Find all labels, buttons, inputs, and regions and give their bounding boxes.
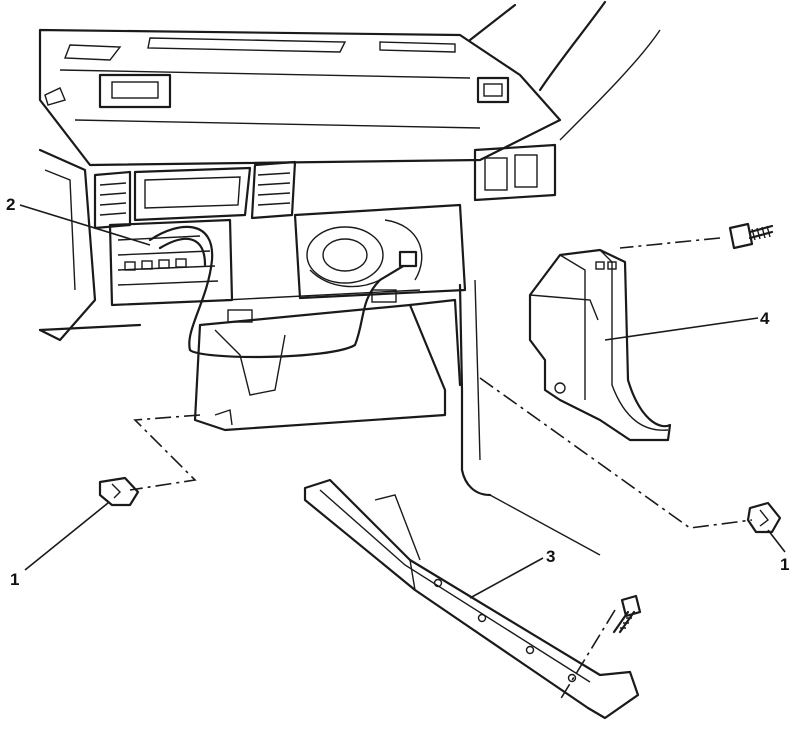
- lower-panel: [193, 289, 462, 432]
- leader-lines: [19, 204, 786, 599]
- callout-label-sill-trim: 3: [546, 547, 555, 566]
- vent-right-top: [476, 76, 510, 104]
- windshield-outline: [468, 0, 661, 141]
- callout-label-kick-panel: 4: [760, 309, 770, 328]
- sill-screw: [612, 594, 642, 634]
- callout-label-clip-left: 1: [10, 570, 19, 589]
- callout-label-clip-right: 1: [780, 555, 789, 574]
- center-pillar: [458, 279, 601, 556]
- radio-unit: [108, 218, 234, 307]
- wiring-harness: [148, 225, 418, 359]
- center-vent-left: [93, 170, 132, 230]
- kick-panel: [528, 248, 672, 442]
- dashboard-top: [38, 28, 562, 167]
- blower-assembly: [293, 203, 467, 300]
- fitting-guides: [129, 237, 753, 701]
- callout-label-radio-wiring: 2: [6, 195, 15, 214]
- dash-left-body: [38, 148, 142, 342]
- sill-trim: [303, 478, 640, 720]
- clip-left: [98, 476, 140, 507]
- display-pod: [98, 73, 172, 109]
- center-panel: [133, 166, 252, 222]
- clip-right: [746, 501, 782, 534]
- center-vent-right: [250, 160, 297, 220]
- right-switch-panel: [473, 143, 557, 202]
- kick-panel-screw: [728, 222, 774, 250]
